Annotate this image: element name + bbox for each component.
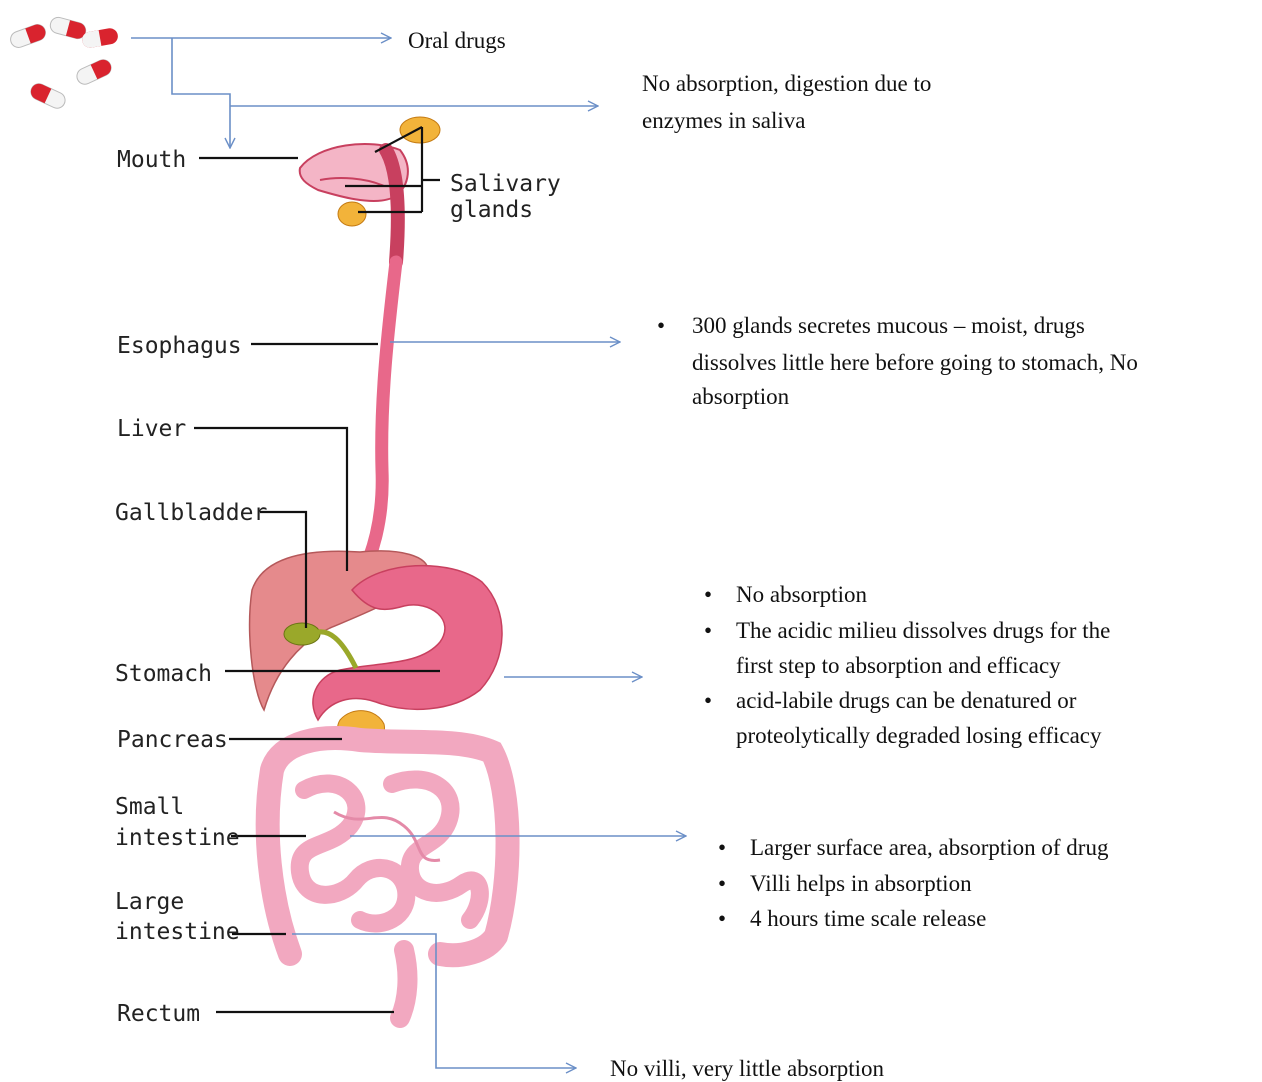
- mouth-note-line1: No absorption, digestion due to: [642, 71, 931, 96]
- mouth-label: Mouth: [117, 147, 186, 173]
- bullet-marker: •: [704, 688, 712, 713]
- stomach-note-2-line1: The acidic milieu dissolves drugs for th…: [736, 618, 1110, 643]
- bullet-marker: •: [718, 906, 726, 931]
- small-intestine-note-3: 4 hours time scale release: [750, 906, 986, 931]
- bullet-marker: •: [718, 835, 726, 860]
- small-intestine-label-line1: Small: [115, 794, 184, 820]
- liver-label: Liver: [117, 416, 186, 442]
- large-intestine-label-line1: Large: [115, 889, 184, 915]
- gallbladder-label: Gallbladder: [115, 500, 267, 526]
- stomach-note-2-line2: first step to absorption and efficacy: [736, 653, 1061, 678]
- oral-drugs-label: Oral drugs: [408, 28, 506, 53]
- stomach-note-3-line2: proteolytically degraded losing efficacy: [736, 723, 1102, 748]
- small-intestine-label-line2: intestine: [115, 825, 240, 851]
- rectum-label: Rectum: [117, 1001, 200, 1027]
- bullet-marker: •: [704, 618, 712, 643]
- stomach-label: Stomach: [115, 661, 212, 687]
- large-intestine-note: No villi, very little absorption: [610, 1056, 885, 1081]
- mouth-note-line2: enzymes in saliva: [642, 108, 806, 133]
- stomach-note-3-line1: acid-labile drugs can be denatured or: [736, 688, 1077, 713]
- pills-icon: [8, 16, 119, 111]
- pancreas-label: Pancreas: [117, 727, 228, 753]
- esophagus-note-line2: dissolves little here before going to st…: [692, 350, 1138, 375]
- small-intestine-note-1: Larger surface area, absorption of drug: [750, 835, 1109, 860]
- stomach-note-1: No absorption: [736, 582, 867, 607]
- bullet-marker: •: [718, 871, 726, 896]
- salivary-glands-label-line2: glands: [450, 197, 533, 223]
- esophagus-label: Esophagus: [117, 333, 242, 359]
- small-intestine-note-2: Villi helps in absorption: [750, 871, 972, 896]
- bullet-marker: •: [657, 313, 665, 338]
- bullet-marker: •: [704, 582, 712, 607]
- esophagus-note-line3: absorption: [692, 384, 790, 409]
- large-intestine-label-line2: intestine: [115, 919, 240, 945]
- salivary-glands-label-line1: Salivary: [450, 171, 561, 197]
- digestive-tract-illustration: [250, 117, 508, 1018]
- esophagus-note-line1: 300 glands secretes mucous – moist, drug…: [692, 313, 1085, 338]
